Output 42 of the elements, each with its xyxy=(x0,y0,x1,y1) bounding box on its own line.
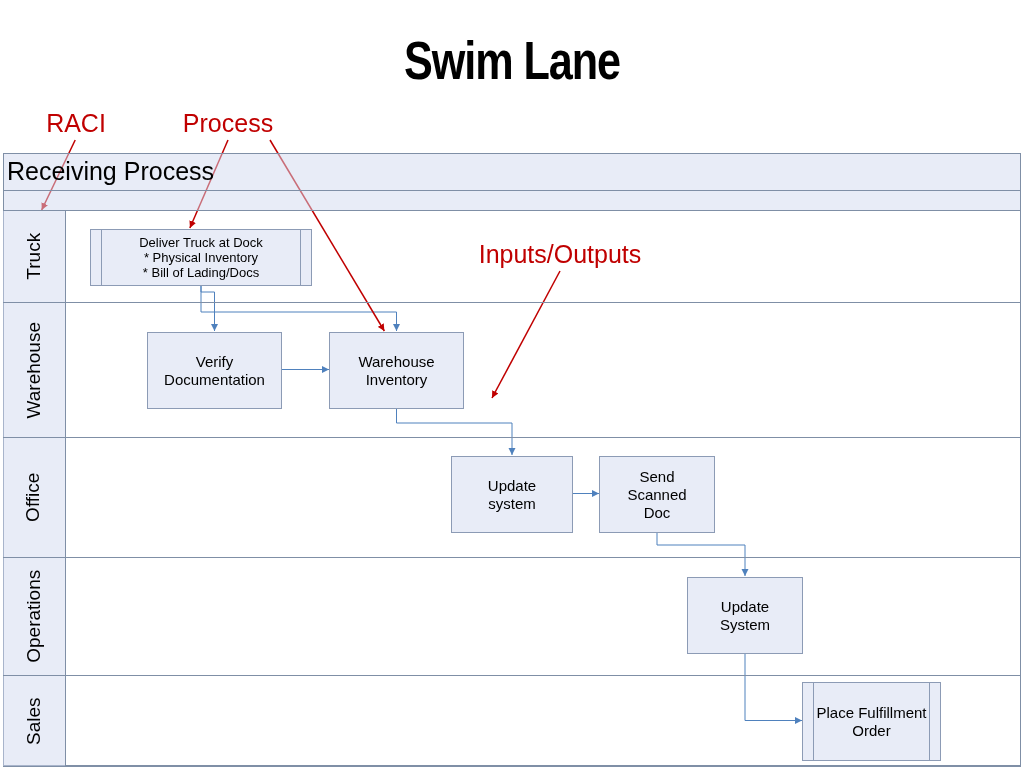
flow-arrow xyxy=(396,407,516,456)
flow-arrow xyxy=(744,652,803,724)
lane-label: Warehouse xyxy=(21,321,45,419)
box-text: Update System xyxy=(719,597,771,634)
subprocess-box xyxy=(90,229,312,286)
annotation-arrow xyxy=(40,139,76,211)
annotation-label: RACI xyxy=(46,108,106,140)
annotation-arrow xyxy=(491,270,561,399)
annotation-label: Process xyxy=(182,108,274,140)
flow-arrow xyxy=(572,490,600,497)
process-box xyxy=(451,456,573,533)
box-text: Place Fulfillment Order xyxy=(815,703,928,740)
annotation-arrow xyxy=(189,139,229,229)
box-text: * Physical Inventory xyxy=(142,250,260,265)
lane-label: Truck xyxy=(21,233,45,280)
lane-label: Sales xyxy=(21,697,45,745)
lane-label: Office xyxy=(21,472,45,523)
flow-arrow xyxy=(200,284,400,332)
pool-title: Receiving Process xyxy=(7,156,215,188)
lane-label: Operations xyxy=(21,570,45,663)
annotation-label: Inputs/Outputs xyxy=(478,239,642,271)
process-box xyxy=(329,332,464,409)
box-text: Update system xyxy=(486,476,538,513)
flow-arrow xyxy=(656,531,749,577)
box-text: Warehouse Inventory xyxy=(357,352,436,389)
swim-lane xyxy=(3,303,1021,438)
process-box xyxy=(147,332,282,409)
box-text: Deliver Truck at Dock xyxy=(138,235,264,250)
swim-lane xyxy=(3,211,1021,303)
box-text: Verify Documentation xyxy=(163,352,266,389)
annotation-arrow xyxy=(269,139,386,332)
box-text: * Bill of Lading/Docs xyxy=(141,265,261,280)
subprocess-box xyxy=(802,682,941,761)
process-box xyxy=(687,577,803,654)
swim-lane xyxy=(3,438,1021,558)
flow-arrow xyxy=(281,366,330,373)
swim-lane xyxy=(3,676,1021,767)
process-box xyxy=(599,456,715,533)
swimlane-pool xyxy=(3,153,1021,766)
page-title: Swim Lane xyxy=(404,29,620,92)
swim-lane xyxy=(3,558,1021,676)
box-text: Send Scanned Doc xyxy=(626,467,688,522)
